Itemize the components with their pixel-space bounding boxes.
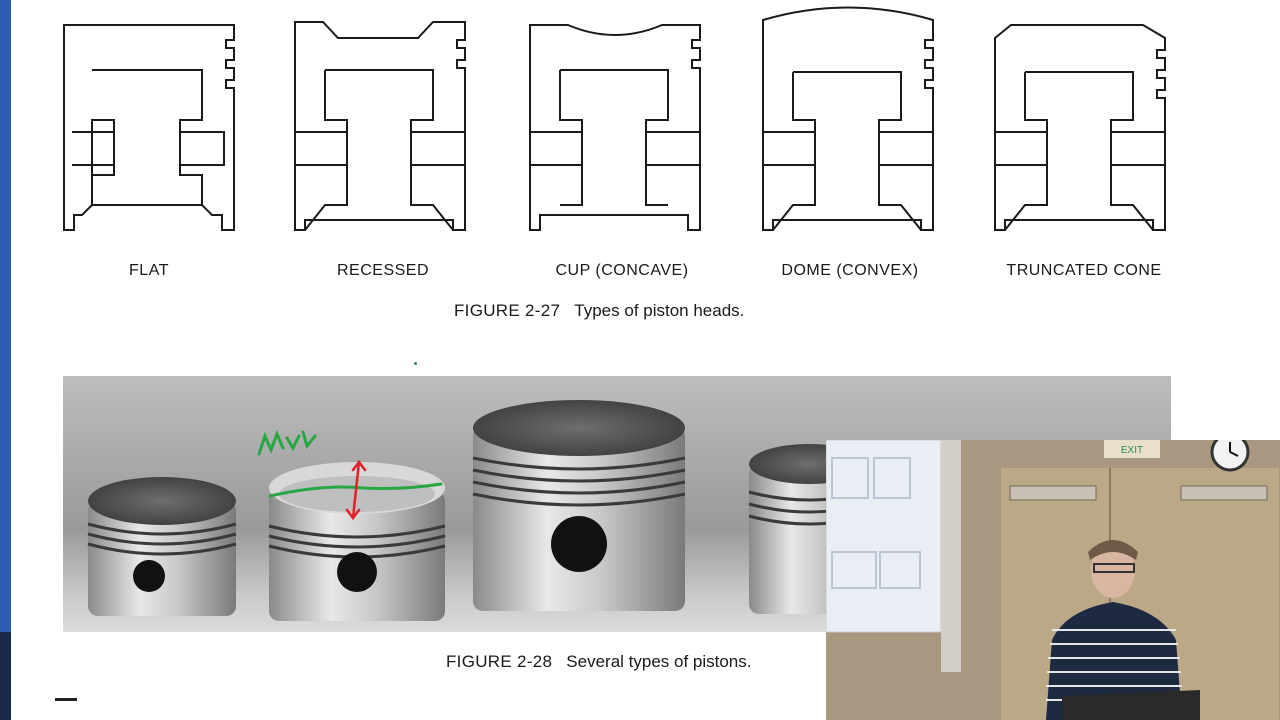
piston-truncated-cone-diagram	[994, 24, 1166, 231]
stray-ink-dot	[414, 362, 417, 365]
piston-dome-diagram	[762, 6, 934, 231]
figure-2-28-text: Several types of pistons.	[566, 652, 752, 671]
piston-recessed-diagram	[294, 21, 466, 231]
piston-flat-diagram	[63, 24, 235, 231]
figure-2-27-number: FIGURE 2-27	[454, 301, 561, 320]
piston-photo-1	[87, 477, 237, 616]
piston-cup-diagram	[529, 24, 701, 231]
exit-sign: EXIT	[1121, 445, 1143, 456]
figure-2-28-caption: FIGURE 2-28 Several types of pistons.	[446, 652, 752, 672]
piston-heads-figure: FLAT RECESSED CUP (CONCAVE) DOME (CONVEX…	[50, 0, 1190, 300]
figure-2-27-text: Types of piston heads.	[574, 301, 745, 320]
label-flat: FLAT	[129, 262, 169, 279]
figure-2-28-number: FIGURE 2-28	[446, 652, 553, 671]
presenter-video-overlay[interactable]: EXIT	[826, 440, 1280, 720]
piston-heads-drawing	[63, 6, 1166, 231]
label-recessed: RECESSED	[336, 262, 430, 279]
figure-2-27-caption: FIGURE 2-27 Types of piston heads.	[454, 301, 744, 321]
slide-left-accent-bar-dark	[0, 632, 11, 720]
page-number-mark	[55, 698, 77, 701]
presenter-video-frame: EXIT	[826, 440, 1280, 720]
red-arrow-annotation	[345, 459, 367, 521]
slide-left-accent-bar	[0, 0, 11, 720]
label-dome-convex: DOME (CONVEX)	[781, 262, 919, 279]
piston-photo-3	[472, 400, 686, 611]
label-truncated-cone: TRUNCATED CONE	[1006, 262, 1162, 279]
green-annotation	[257, 429, 443, 498]
label-cup-concave: CUP (CONCAVE)	[555, 262, 689, 279]
